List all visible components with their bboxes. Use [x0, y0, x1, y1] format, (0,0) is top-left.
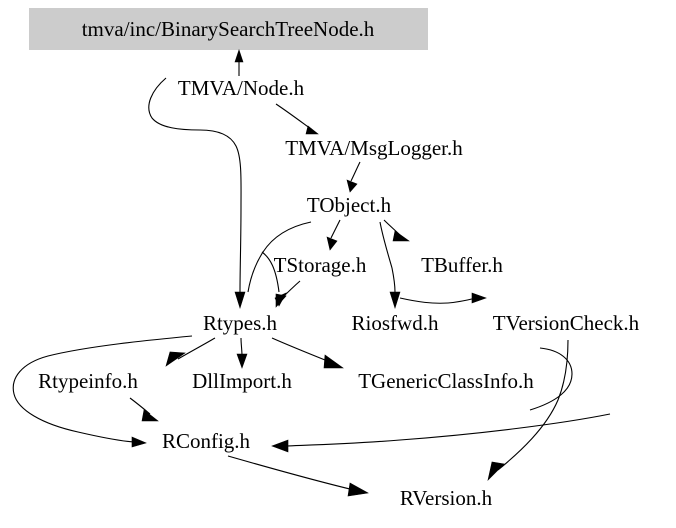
arrowhead	[234, 49, 244, 63]
arrowhead	[487, 461, 505, 481]
edge-node-to-root	[234, 49, 244, 76]
arrowhead	[275, 293, 287, 308]
node-label-tmva-node[interactable]: TMVA/Node.h	[178, 76, 305, 100]
arrowhead	[323, 354, 344, 369]
arrowhead	[346, 179, 358, 193]
edge-tobject-to-tbuffer	[383, 219, 410, 242]
node-label-rtypes[interactable]: Rtypes.h	[203, 311, 278, 335]
node-label-riosfwd[interactable]: Riosfwd.h	[352, 311, 439, 335]
node-label-rversion[interactable]: RVersion.h	[400, 486, 493, 510]
edge-rconfig-to-rversion	[227, 455, 369, 497]
node-label-rtypeinfo[interactable]: Rtypeinfo.h	[38, 369, 138, 393]
edge-rversion-to-rconfig	[271, 413, 611, 453]
edge-tbuffer-to-tversioncheck	[399, 292, 487, 304]
node-label-tgenericclassinfo[interactable]: TGenericClassInfo.h	[358, 369, 534, 393]
node-label-tstorage[interactable]: TStorage.h	[274, 253, 367, 277]
arrowhead	[131, 436, 147, 448]
edge-rtypes-to-tgeneric	[271, 337, 344, 369]
node-label-tversioncheck[interactable]: TVersionCheck.h	[493, 311, 640, 335]
node-label-tobject[interactable]: TObject.h	[307, 193, 392, 217]
node-label-dllimport[interactable]: DllImport.h	[192, 369, 292, 393]
edge-tstorage-to-rtypes	[275, 280, 301, 308]
edge-tobject-to-riosfwd	[379, 221, 401, 310]
edge-node-to-rtypes	[148, 77, 246, 310]
edge-rtypes-to-rtypeinfo	[165, 337, 216, 367]
node-label-root[interactable]: tmva/inc/BinarySearchTreeNode.h	[82, 17, 375, 41]
arrowhead	[389, 291, 401, 310]
arrowhead	[236, 353, 248, 369]
root-node-box[interactable]	[29, 8, 428, 50]
node-label-tbuffer[interactable]: TBuffer.h	[421, 253, 503, 277]
edge-right-wrap-curve	[529, 347, 573, 411]
edge-node-to-msglogger	[275, 103, 319, 135]
node-label-rconfig[interactable]: RConfig.h	[162, 429, 251, 453]
arrowhead	[305, 125, 319, 135]
edge-rtypes-to-dllimport	[236, 337, 248, 369]
edge-rtypeinfo-to-rconfig	[129, 397, 159, 422]
arrowhead	[471, 292, 487, 304]
node-label-tmva-msglogger[interactable]: TMVA/MsgLogger.h	[285, 136, 463, 160]
arrowhead	[347, 482, 369, 497]
arrowhead	[326, 236, 338, 251]
arrowhead	[271, 439, 289, 453]
edge-rtypes-to-rconfig	[12, 335, 193, 448]
edge-tversioncheck-to-rversion	[487, 339, 569, 481]
edge-tobject-to-tstorage	[326, 219, 341, 251]
edge-msglogger-to-tobject	[346, 161, 361, 193]
arrowhead	[165, 351, 186, 367]
arrowhead	[141, 409, 159, 422]
arrowhead	[234, 291, 246, 310]
arrowhead	[392, 230, 410, 242]
